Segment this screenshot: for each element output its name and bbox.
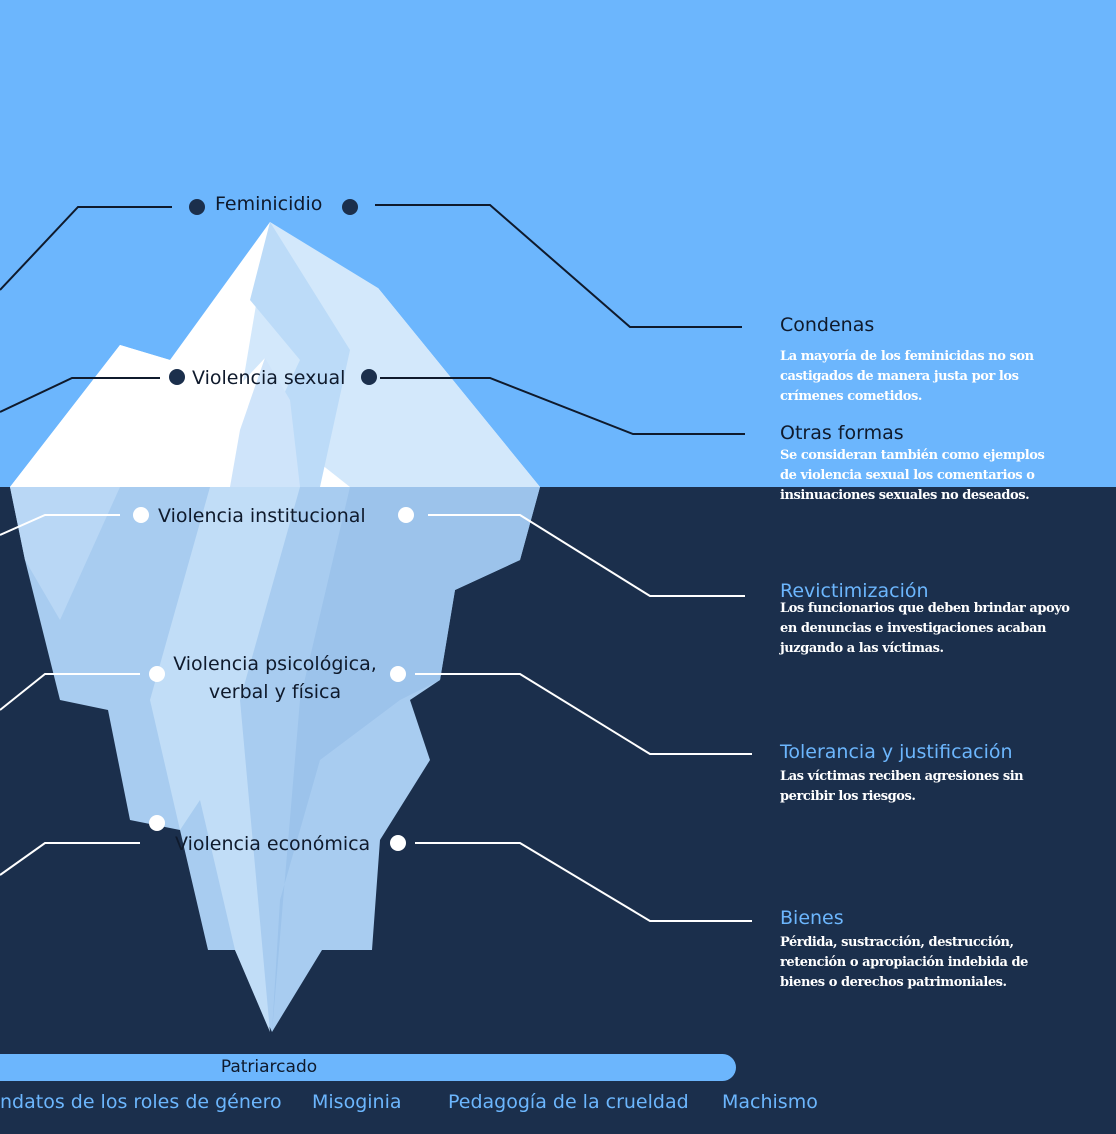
description-tolerancia: Las víctimas reciben agresiones sin perc… <box>780 769 1024 804</box>
violencia-institucional-left-dot <box>133 507 149 523</box>
violencia-psicologica-left-dot <box>149 666 165 682</box>
violencia-economica-right-dot <box>390 835 406 851</box>
heading-otras-formas: Otras formas <box>780 422 904 444</box>
description-revictimizacion: Los funcionarios que deben brindar apoyo… <box>780 601 1070 656</box>
feminicidio-left-dot <box>189 199 205 215</box>
violencia-institucional-right-dot <box>398 507 414 523</box>
violencia-sexual-right-dot <box>361 369 377 385</box>
level-label-feminicidio: Feminicidio <box>215 193 323 215</box>
level-label-violencia-sexual: Violencia sexual <box>192 367 346 389</box>
heading-condenas: Condenas <box>780 314 875 336</box>
description-condenas: La mayoría de los feminicidas no son cas… <box>780 349 1034 404</box>
root-machismo: Machismo <box>722 1091 818 1113</box>
violencia-sexual-left-dot <box>169 369 185 385</box>
violencia-economica-left-dot <box>149 815 165 831</box>
connector-violencia-psicologica <box>0 673 752 755</box>
iceberg-submerged <box>10 487 540 1032</box>
level-label-violencia-institucional: Violencia institucional <box>158 505 366 527</box>
description-otras-formas: Se consideran también como ejemplos de v… <box>780 448 1045 503</box>
violencia-psicologica-right-dot <box>390 666 406 682</box>
iceberg-tip <box>10 222 540 487</box>
connector-violencia-sexual <box>0 377 745 435</box>
root-misoginia: Misoginia <box>312 1091 402 1113</box>
level-label-violencia-psicologica: Violencia psicológica, verbal y física <box>173 653 377 703</box>
connector-violencia-institucional <box>0 514 745 597</box>
heading-bienes: Bienes <box>780 907 844 929</box>
connector-feminicidio <box>0 204 742 328</box>
patriarcado-bar <box>0 1054 736 1081</box>
heading-revictimizacion: Revictimización <box>780 580 929 602</box>
heading-tolerancia: Tolerancia y justificación <box>780 741 1013 763</box>
description-bienes: Pérdida, sustracción, destrucción, reten… <box>780 935 1028 990</box>
root-roles-de-genero: ndatos de los roles de género <box>0 1091 282 1113</box>
feminicidio-right-dot <box>342 199 358 215</box>
patriarcado-label: Patriarcado <box>220 1057 318 1077</box>
connector-violencia-economica <box>0 842 752 922</box>
root-pedagogia-crueldad: Pedagogía de la crueldad <box>448 1091 689 1113</box>
level-label-violencia-economica: Violencia económica <box>175 833 371 855</box>
